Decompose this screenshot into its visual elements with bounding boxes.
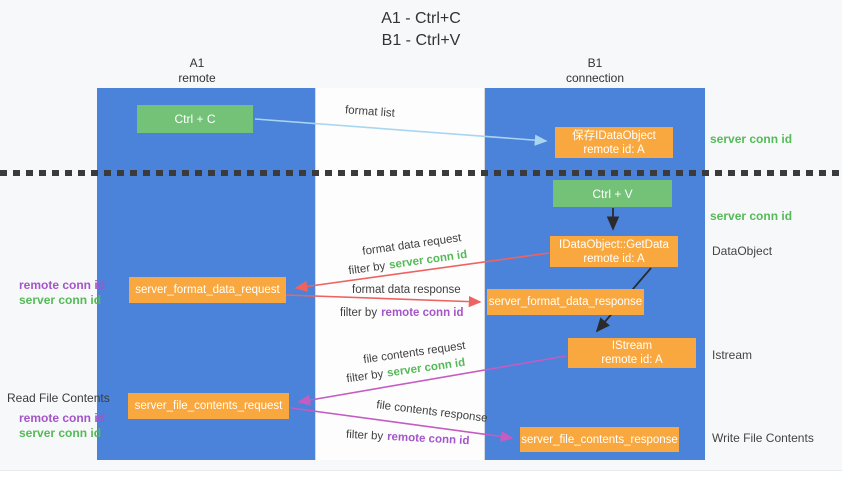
lane-b1-subtitle: connection [565, 71, 625, 85]
node-save-dataobject-line1: 保存IDataObject [572, 129, 656, 142]
diagram-title: A1 - Ctrl+C B1 - Ctrl+V [0, 8, 842, 52]
arrow-format-data-request [294, 252, 550, 293]
node-save-dataobject-line2: remote id: A [583, 143, 645, 156]
filter-by-text: filter by [345, 428, 384, 443]
right-label-server-conn-id-mid: server conn id [710, 209, 793, 223]
left-label-remote-conn-id-bottom: remote conn id [19, 411, 106, 425]
node-idataobject-getdata: IDataObject::GetData remote id: A [550, 236, 678, 267]
node-istream-line1: IStream [611, 340, 653, 352]
footer-strip [0, 470, 842, 485]
label-format-data-response: format data response [352, 284, 461, 296]
node-server-file-contents-request: server_file_contents_request [128, 393, 289, 419]
node-format-request-label: server_format_data_request [135, 284, 280, 296]
node-save-dataobject: 保存IDataObject remote id: A [555, 127, 673, 158]
lane-header-b1: B1 connection [485, 56, 705, 86]
node-ctrl-c-label: Ctrl + C [174, 112, 216, 126]
node-ctrl-v-label: Ctrl + V [592, 186, 633, 201]
node-server-file-contents-response: server_file_contents_response [520, 427, 679, 452]
left-label-remote-conn-id-top: remote conn id [19, 278, 106, 292]
arrow-file-contents-response [290, 407, 514, 443]
right-label-istream: Istream [712, 348, 753, 362]
node-ctrl-v: Ctrl + V [553, 180, 672, 207]
node-getdata-line1: IDataObject::GetData [559, 238, 669, 251]
filter-by-text: filter by [340, 307, 378, 319]
node-format-response-label: server_format_data_response [488, 296, 643, 308]
arrow-format-data-response [285, 294, 482, 308]
lane-a1-title: A1 [189, 56, 205, 70]
arrow-format-list [254, 118, 548, 146]
right-label-write-file-contents: Write File Contents [712, 431, 814, 445]
lane-header-a1: A1 remote [97, 56, 297, 86]
node-server-format-data-response: server_format_data_response [487, 289, 644, 315]
node-getdata-line2: remote id: A [583, 252, 645, 265]
right-label-dataobject: DataObject [712, 244, 773, 258]
left-label-server-conn-id-top: server conn id [19, 293, 102, 307]
node-file-request-label: server_file_contents_request [134, 400, 283, 412]
node-istream: IStream remote id: A [568, 338, 696, 368]
lane-b1-title: B1 [587, 56, 603, 70]
title-line-2: B1 - Ctrl+V [381, 32, 461, 49]
node-ctrl-c: Ctrl + C [137, 105, 253, 133]
right-label-server-conn-id-top: server conn id [710, 132, 793, 146]
lane-a1-subtitle: remote [178, 71, 216, 85]
left-label-server-conn-id-bottom: server conn id [19, 426, 102, 440]
node-file-response-label: server_file_contents_response [521, 433, 678, 446]
node-istream-line2: remote id: A [601, 354, 663, 366]
left-label-read-file-contents: Read File Contents [7, 391, 110, 405]
title-line-1: A1 - Ctrl+C [381, 10, 461, 27]
label-format-data-response-text: format data response [352, 284, 461, 296]
node-server-format-data-request: server_format_data_request [129, 277, 286, 303]
arrow-file-contents-request [297, 355, 567, 406]
remote-conn-id-text: remote conn id [381, 307, 464, 319]
